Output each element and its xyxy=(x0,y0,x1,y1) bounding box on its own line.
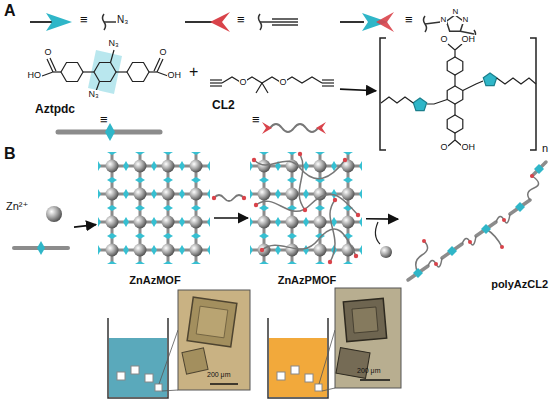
atom-label: O xyxy=(440,143,448,152)
node-label: CL2 xyxy=(212,99,235,112)
atom-label: O xyxy=(239,78,247,87)
atom-label: O xyxy=(44,48,52,57)
reaction-arrow xyxy=(340,89,376,91)
plus-sign: + xyxy=(189,64,198,81)
node-label: ZnAzMOF xyxy=(129,274,180,286)
symbol-key xyxy=(30,12,476,38)
atom-label: O xyxy=(159,48,167,57)
node-label: Aztpdc xyxy=(35,103,75,116)
atom-label: O xyxy=(279,78,287,87)
polymer-node: n xyxy=(378,36,548,154)
reaction-arrow xyxy=(214,217,248,219)
beaker-photo-1 xyxy=(108,290,250,398)
zinc-release xyxy=(375,222,392,258)
equivalence-sign: ≡ xyxy=(237,13,245,27)
atom-label: OH xyxy=(167,71,182,80)
beaker-photo-2 xyxy=(268,288,401,398)
atom-label: N xyxy=(462,16,469,24)
scale-label: 200 μm xyxy=(357,367,381,374)
mof-lattice xyxy=(98,152,210,264)
equivalence-sign: ≡ xyxy=(252,113,260,127)
cl2-structure xyxy=(210,77,334,93)
atom-label: N xyxy=(452,8,459,16)
panel-letter: B xyxy=(4,146,16,163)
equivalence-sign: ≡ xyxy=(405,13,413,27)
scale-label: 200 μm xyxy=(207,371,231,378)
node-label: ZnAzPMOF xyxy=(278,274,337,286)
compound-node: CL2 xyxy=(212,60,338,112)
zinc-and-linker xyxy=(14,206,68,255)
reaction-arrow xyxy=(74,225,96,228)
crosslinker-addition xyxy=(212,195,246,201)
atom-label: N₃ xyxy=(88,90,99,99)
panel-letter: A xyxy=(4,3,16,20)
atom-label: HO xyxy=(27,71,42,80)
node-label: polyAzCL2 xyxy=(491,278,548,290)
atom-label: O xyxy=(440,35,448,44)
equivalence-sign: ≡ xyxy=(80,13,88,27)
crosslinked-lattice xyxy=(250,152,362,264)
ion-node: Zn²⁺ xyxy=(6,200,72,262)
atom-label: N₃ xyxy=(108,39,119,48)
framework-node: ZnAzPMOF xyxy=(250,150,364,286)
linker-rod xyxy=(58,123,160,141)
atom-label: OH xyxy=(461,35,476,44)
node-label: Zn²⁺ xyxy=(6,200,28,212)
crosslinker-glyph xyxy=(262,122,326,134)
node-label: n xyxy=(542,142,548,154)
reaction-arrow xyxy=(366,218,398,220)
framework-node: ZnAzMOF xyxy=(98,150,212,286)
atom-label: N xyxy=(440,16,447,24)
polymer-chain xyxy=(408,162,546,280)
polymer-node: polyAzCL2 xyxy=(400,150,548,290)
aztpdc-structure xyxy=(42,50,168,94)
atom-label: N₃ xyxy=(117,15,128,26)
equivalence-sign: ≡ xyxy=(100,113,108,127)
polymer-structure xyxy=(380,38,536,150)
atom-label: OH xyxy=(461,143,476,152)
